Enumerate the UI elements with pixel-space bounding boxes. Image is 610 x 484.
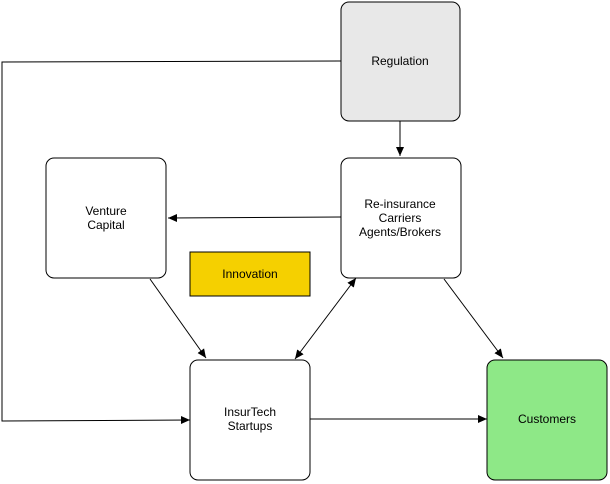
node-venture-capital-label-line-2: Capital — [87, 218, 124, 232]
edge-regulation-to-insurtech — [1, 60, 342, 425]
edge-venture-capital-to-insurtech — [149, 278, 207, 359]
node-innovation-box — [189, 251, 311, 297]
edge-reinsurance-to-venture-capital — [167, 213, 342, 222]
node-innovation-label: Innovation — [222, 267, 277, 281]
node-reinsurance: Re-insurance Carriers Agents/Brokers — [340, 157, 462, 279]
node-insurtech-box — [189, 359, 311, 481]
edge-reinsurance-insurtech-bidirectional — [294, 277, 357, 360]
node-regulation: Regulation — [340, 1, 461, 122]
node-insurtech: InsurTech Startups — [189, 359, 311, 481]
node-venture-capital-box — [45, 157, 167, 279]
node-customers-label: Customers — [518, 412, 576, 426]
node-insurtech-label-line-2: Startups — [228, 419, 273, 433]
node-innovation: Innovation — [189, 251, 311, 297]
node-reinsurance-label-line-2: Carriers — [379, 211, 422, 225]
node-venture-capital: Venture Capital — [45, 157, 167, 279]
edge-reinsurance-to-customers — [443, 278, 504, 359]
node-insurtech-label-line-1: InsurTech — [224, 405, 276, 419]
node-regulation-label: Regulation — [371, 54, 428, 68]
node-reinsurance-box — [340, 157, 462, 279]
node-reinsurance-label-line-1: Re-insurance — [364, 197, 436, 211]
node-reinsurance-label-line-3: Agents/Brokers — [359, 225, 441, 239]
node-customers: Customers — [486, 359, 608, 481]
edges — [1, 60, 504, 425]
node-venture-capital-label-line-1: Venture — [85, 204, 127, 218]
node-customers-box — [486, 359, 608, 481]
node-regulation-box — [340, 1, 461, 122]
